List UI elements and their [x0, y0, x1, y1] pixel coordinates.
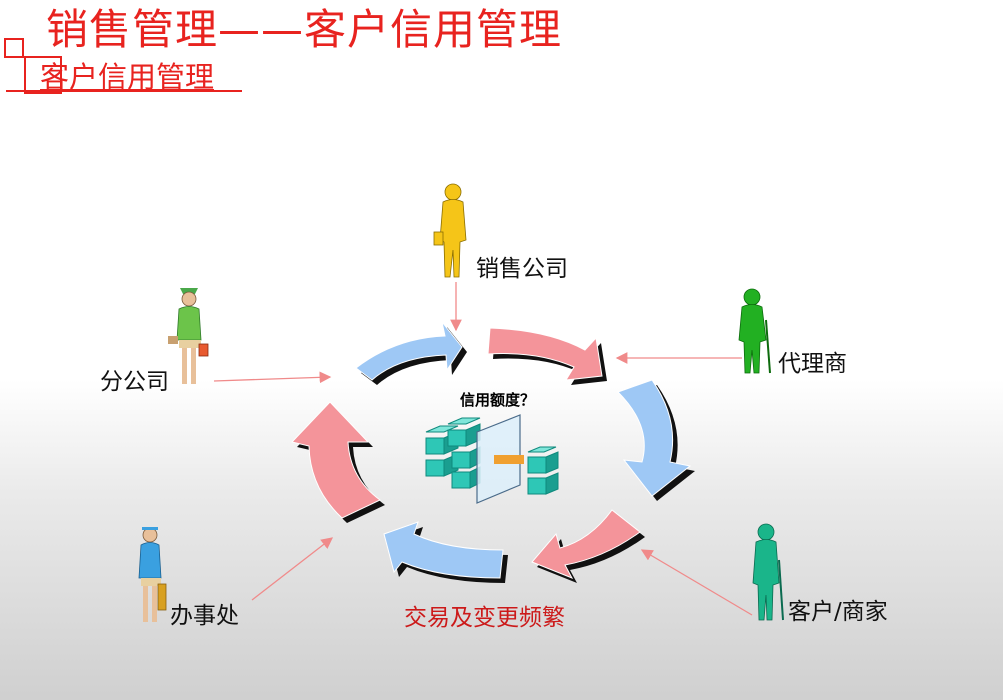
label-frequent-transactions: 交易及变更频繁 [404, 605, 565, 631]
customer-person-icon [752, 523, 784, 621]
connector-lines [213, 282, 753, 616]
label-customer-merchant: 客户/商家 [788, 599, 888, 625]
cycle-arrows [291, 321, 695, 583]
page-subtitle: 客户信用管理 [40, 60, 215, 94]
office-person-icon [138, 527, 167, 622]
branch-person-icon [168, 288, 209, 384]
agent-person-icon [738, 288, 771, 374]
cube-matrix-icon [425, 414, 559, 504]
credit-limit-question: 信用额度？ [460, 391, 536, 409]
subtitle-underline [6, 90, 242, 92]
label-office: 办事处 [170, 603, 239, 629]
label-agent: 代理商 [778, 351, 847, 377]
page-title: 销售管理——客户信用管理 [46, 5, 563, 54]
label-branch: 分公司 [100, 369, 169, 395]
label-sales-company: 销售公司 [476, 256, 568, 282]
decorative-square-large [24, 56, 62, 94]
decorative-square-small [4, 38, 24, 58]
sales-company-person-icon [433, 183, 467, 278]
